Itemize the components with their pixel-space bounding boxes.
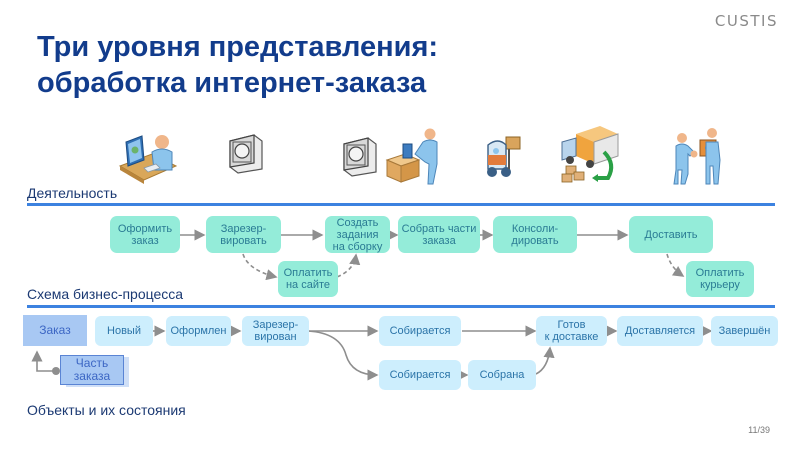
title-line-1: Три уровня представления: (37, 31, 439, 63)
object-order[interactable]: Заказ (23, 315, 87, 346)
state-done[interactable]: Завершён (711, 316, 778, 346)
step-consolidate[interactable]: Консоли- дировать (493, 216, 577, 253)
page-number: 11/39 (748, 425, 770, 435)
slide-title: Три уровня представления: обработка инте… (37, 29, 438, 101)
person-at-computer-icon (118, 135, 178, 184)
person-packing-box-icon (385, 128, 438, 185)
arrow-reserve-to-pay-online (242, 253, 278, 281)
delivery-truck-icon (561, 126, 619, 183)
state-delivering[interactable]: Доставляется (617, 316, 703, 346)
step-pay-online[interactable]: Оплатить на сайте (278, 261, 338, 297)
step-reserve[interactable]: Зарезер- вировать (206, 216, 281, 253)
warehouse-system-icon (343, 137, 377, 177)
state-placed[interactable]: Оформлен (166, 316, 231, 346)
composition-dot (52, 367, 60, 375)
step-deliver[interactable]: Доставить (629, 216, 713, 253)
title-line-2: обработка интернет-заказа (37, 67, 427, 99)
composition-link (31, 350, 55, 372)
section-label-process: Схема бизнес-процесса (27, 286, 184, 302)
arrow-deliver-to-pay-courier (666, 253, 685, 277)
arrow-reserved-to-collecting-2 (307, 330, 379, 381)
arrow-collected-to-ready (535, 346, 555, 375)
state-collecting-part[interactable]: Собирается (379, 360, 461, 390)
section-label-objects: Объекты и их состояния (27, 402, 186, 418)
warehouse-system-icon (229, 134, 263, 174)
state-reserved[interactable]: Зарезер- вирован (242, 316, 309, 346)
custis-logo: CUSTIS (714, 12, 778, 30)
object-order-part[interactable]: Часть заказа (60, 355, 124, 385)
step-place-order[interactable]: Оформить заказ (110, 216, 180, 253)
courier-handover-icon (673, 128, 721, 185)
state-collecting[interactable]: Собирается (379, 316, 461, 346)
state-collected[interactable]: Собрана (468, 360, 536, 390)
step-collect-parts[interactable]: Собрать части заказа (398, 216, 480, 253)
section-divider-activity (27, 203, 775, 206)
state-ready-for-delivery[interactable]: Готов к доставке (536, 316, 607, 346)
section-divider-process (27, 305, 775, 308)
forklift-icon (487, 136, 521, 177)
step-create-picking[interactable]: Создать задания на сборку (325, 216, 390, 253)
state-new[interactable]: Новый (95, 316, 153, 346)
section-label-activity: Деятельность (27, 185, 118, 201)
arrow-pay-online-to-create (336, 253, 361, 278)
step-pay-courier[interactable]: Оплатить курьеру (686, 261, 754, 297)
